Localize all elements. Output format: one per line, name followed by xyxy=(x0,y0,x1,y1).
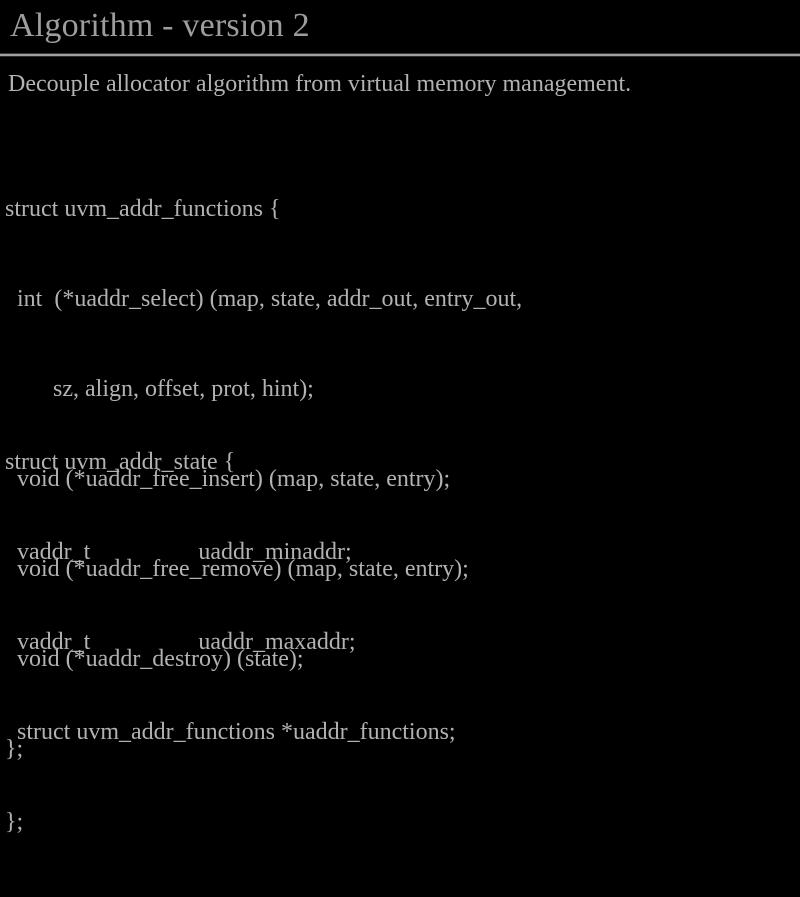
code-line: void (*uaddr_free_remove) (map, state, e… xyxy=(5,556,469,582)
code-block-uvm-addr-state: struct uvm_addr_state { vaddr_t uaddr_mi… xyxy=(5,387,456,897)
code-line: struct uvm_addr_functions *uaddr_functio… xyxy=(5,719,456,745)
code-line: struct uvm_addr_state { xyxy=(5,449,236,475)
code-line: int (*uaddr_select) (map, state, addr_ou… xyxy=(5,286,523,312)
presentation-slide: Algorithm - version 2 Decouple allocator… xyxy=(0,7,800,835)
lead-paragraph: Decouple allocator algorithm from virtua… xyxy=(8,71,632,97)
slide-title: Algorithm - version 2 xyxy=(10,7,310,44)
title-divider-rule xyxy=(0,53,800,57)
code-line: }; xyxy=(5,809,24,835)
code-line: vaddr_t uaddr_minaddr; xyxy=(5,539,352,565)
code-line: void (*uaddr_free_insert) (map, state, e… xyxy=(5,466,451,492)
code-line: vaddr_t uaddr_maxaddr; xyxy=(5,629,356,655)
code-line: sz, align, offset, prot, hint); xyxy=(5,376,314,402)
code-line: struct uvm_addr_functions { xyxy=(5,196,281,222)
slide-body: Decouple allocator algorithm from virtua… xyxy=(0,62,800,835)
